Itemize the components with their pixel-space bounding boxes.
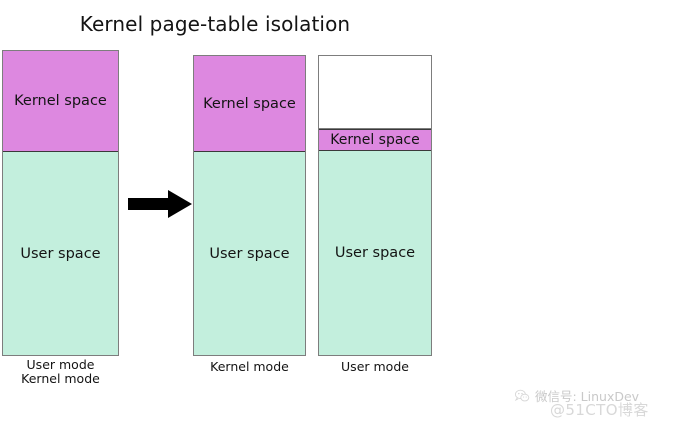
- segment-user-space: User space: [3, 152, 118, 355]
- caption-line: Kernel mode: [210, 359, 289, 374]
- segment-label: Kernel space: [330, 132, 420, 148]
- memory-block-kernel-mode: Kernel space User space: [193, 55, 306, 356]
- caption-block-kernel-mode: Kernel mode: [193, 360, 306, 374]
- memory-block-user-mode: Kernel space User space: [318, 55, 432, 356]
- caption-line: User mode: [26, 357, 95, 372]
- memory-block-before: Kernel space User space: [2, 50, 119, 356]
- segment-user-space: User space: [194, 152, 305, 355]
- watermark-line-1: 微信号: LinuxDev: [535, 389, 640, 404]
- segment-label: Kernel space: [14, 93, 107, 109]
- wechat-logo-icon: [514, 389, 530, 401]
- watermark-line-2: @51CTO博客: [550, 401, 649, 419]
- arrow-right-icon: [128, 190, 192, 218]
- segment-unmapped-space: [319, 56, 431, 129]
- caption-line: Kernel mode: [21, 371, 100, 386]
- caption-block-user-mode: User mode: [318, 360, 432, 374]
- page-title: Kernel page-table isolation: [79, 12, 351, 36]
- segment-label: User space: [334, 245, 416, 261]
- segment-label: User space: [20, 245, 101, 262]
- segment-label: Kernel space: [203, 95, 296, 112]
- segment-kernel-space: Kernel space: [3, 51, 118, 152]
- watermark-primary: 微信号: LinuxDev: [514, 386, 639, 405]
- caption-line: User mode: [341, 359, 409, 374]
- segment-user-space: User space: [319, 151, 431, 355]
- caption-block-before: User mode Kernel mode: [2, 358, 119, 386]
- transition-arrow: [128, 190, 192, 218]
- segment-kernel-space: Kernel space: [319, 129, 431, 151]
- segment-label: User space: [209, 245, 290, 262]
- segment-kernel-space: Kernel space: [194, 56, 305, 152]
- watermark: 微信号: LinuxDev @51CTO博客: [514, 386, 696, 422]
